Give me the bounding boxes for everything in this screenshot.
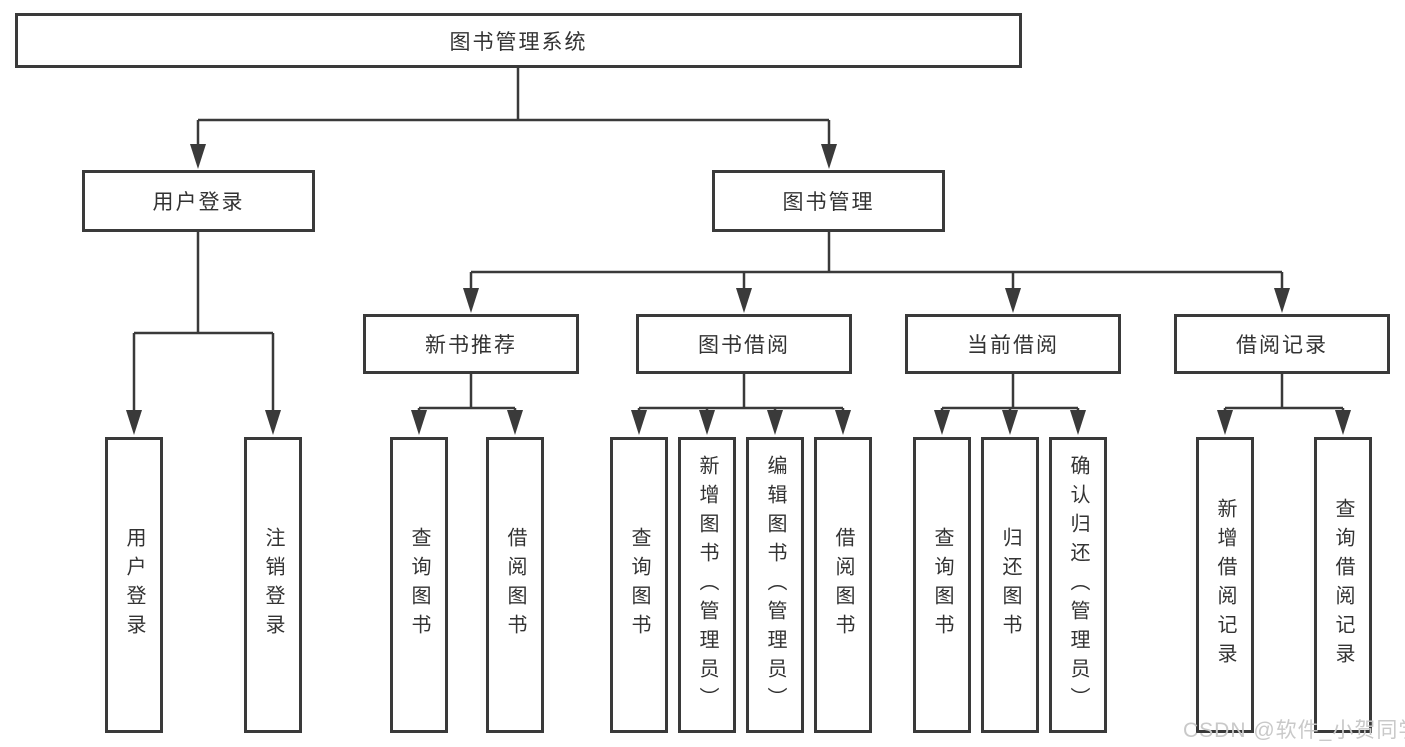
- node-leaf-user-login: 用户登录: [105, 437, 163, 733]
- node-book-management: 图书管理: [712, 170, 945, 232]
- connector-borrow-records-to-leaves: [1217, 374, 1351, 435]
- node-leaf-borrow-books: 借阅图书: [814, 437, 872, 733]
- node-leaf-logout: 注销登录: [244, 437, 302, 733]
- node-leaf-add-borrow-record: 新增借阅记录: [1196, 437, 1254, 733]
- node-leaf-query-books-current: 查询图书: [913, 437, 971, 733]
- node-library-management-system: 图书管理系统: [15, 13, 1022, 68]
- node-leaf-query-borrow-record: 查询借阅记录: [1314, 437, 1372, 733]
- connector-book-management-to-level3: [463, 232, 1290, 313]
- connector-new-book-recommend-to-leaves: [411, 374, 523, 435]
- connector-user-login-to-leaves: [126, 232, 281, 435]
- node-new-book-recommend: 新书推荐: [363, 314, 579, 374]
- node-leaf-query-books-borrow: 查询图书: [610, 437, 668, 733]
- node-leaf-return-books: 归还图书: [981, 437, 1039, 733]
- node-leaf-add-book-admin: 新增图书（管理员）: [678, 437, 736, 733]
- connector-book-borrow-to-leaves: [631, 374, 851, 435]
- csdn-watermark: CSDN @软件_小贺同学: [1183, 719, 1405, 742]
- connector-root-to-level2: [190, 68, 837, 169]
- node-leaf-confirm-return-admin: 确认归还（管理员）: [1049, 437, 1107, 733]
- node-current-borrow: 当前借阅: [905, 314, 1121, 374]
- connector-current-borrow-to-leaves: [934, 374, 1086, 435]
- node-user-login: 用户登录: [82, 170, 315, 232]
- node-leaf-edit-book-admin: 编辑图书（管理员）: [746, 437, 804, 733]
- node-leaf-query-books-recommend: 查询图书: [390, 437, 448, 733]
- node-leaf-borrow-books-recommend: 借阅图书: [486, 437, 544, 733]
- node-borrow-records: 借阅记录: [1174, 314, 1390, 374]
- node-book-borrow: 图书借阅: [636, 314, 852, 374]
